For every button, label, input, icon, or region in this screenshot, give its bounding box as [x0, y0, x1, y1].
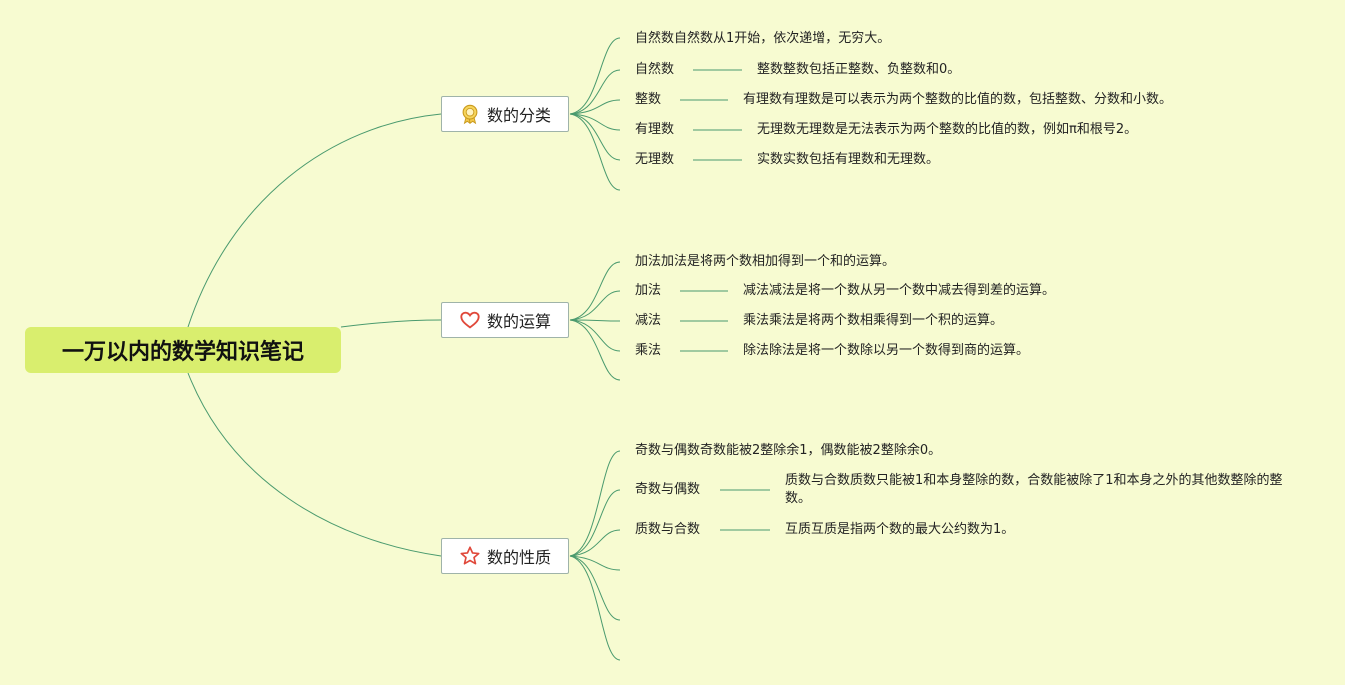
fan-3-5 — [569, 555, 621, 661]
leaf-text: 乘法乘法是将两个数相乘得到一个积的运算。 — [743, 313, 1004, 328]
leaf-text: 加法加法是将两个数相加得到一个和的运算。 — [635, 254, 896, 269]
fan-1-4 — [569, 113, 621, 161]
fan-1-1 — [569, 69, 621, 115]
fan-1-0 — [569, 37, 621, 115]
fan-3-4 — [569, 555, 621, 621]
branch-classification[interactable]: 数的分类 — [441, 96, 569, 132]
fan-3-3 — [569, 555, 621, 571]
leaf-key: 整数 — [635, 92, 662, 107]
fan-1-5 — [569, 113, 621, 191]
leaf-key: 减法 — [635, 313, 662, 328]
branch-label: 数的分类 — [486, 106, 551, 125]
leaf-key: 有理数 — [635, 122, 675, 137]
root-title: 一万以内的数学知识笔记 — [61, 340, 304, 365]
leaf-key: 质数与合数 — [635, 522, 701, 537]
leaf-text: 实数实数包括有理数和无理数。 — [757, 152, 940, 167]
leaf-text: 奇数与偶数奇数能被2整除余1，偶数能被2整除余0。 — [635, 443, 942, 458]
leaf-text: 自然数自然数从1开始，依次递增，无穷大。 — [635, 31, 891, 46]
leaf-key: 自然数 — [635, 62, 675, 77]
fan-3-1 — [569, 489, 621, 557]
leaf-text: 有理数有理数是可以表示为两个整数的比值的数，包括整数、分数和小数。 — [743, 92, 1173, 107]
star-icon — [460, 546, 480, 565]
leaf-key: 奇数与偶数 — [635, 482, 701, 497]
fan-3-0 — [569, 450, 621, 557]
fan-2-2 — [569, 319, 621, 322]
root-topic[interactable]: 一万以内的数学知识笔记 — [25, 327, 341, 373]
fan-2-4 — [569, 319, 621, 381]
branch-label: 数的运算 — [486, 312, 551, 331]
fan-2-1 — [569, 290, 621, 321]
root-link-classification — [187, 113, 442, 328]
medal-icon — [462, 104, 478, 125]
leaf-text: 质数与合数质数只能被1和本身整除的数，合数能被除了1和本身之外的其他数整除的整数… — [785, 473, 1283, 506]
fan-3-2 — [569, 529, 621, 557]
leaf-key: 乘法 — [635, 343, 662, 358]
root-link-operations — [340, 319, 442, 328]
fan-2-0 — [569, 261, 621, 321]
heart-icon — [460, 311, 480, 329]
branch-label: 数的性质 — [486, 548, 551, 567]
leaf-text: 整数整数包括正整数、负整数和0。 — [757, 62, 961, 77]
leaf-text: 互质互质是指两个数的最大公约数为1。 — [785, 522, 1015, 537]
fan-1-2 — [569, 99, 621, 115]
leaf-text: 无理数无理数是无法表示为两个整数的比值的数，例如π和根号2。 — [757, 122, 1138, 137]
fan-1-3 — [569, 113, 621, 131]
leaf-text: 减法减法是将一个数从另一个数中减去得到差的运算。 — [743, 283, 1056, 298]
root-link-properties — [187, 372, 442, 557]
branch-operations[interactable]: 数的运算 — [441, 302, 569, 338]
leaf-text: 除法除法是将一个数除以另一个数得到商的运算。 — [743, 343, 1030, 358]
fan-2-3 — [569, 319, 621, 352]
branch-properties[interactable]: 数的性质 — [441, 538, 569, 574]
leaf-key: 无理数 — [635, 152, 675, 167]
leaf-key: 加法 — [635, 283, 662, 298]
